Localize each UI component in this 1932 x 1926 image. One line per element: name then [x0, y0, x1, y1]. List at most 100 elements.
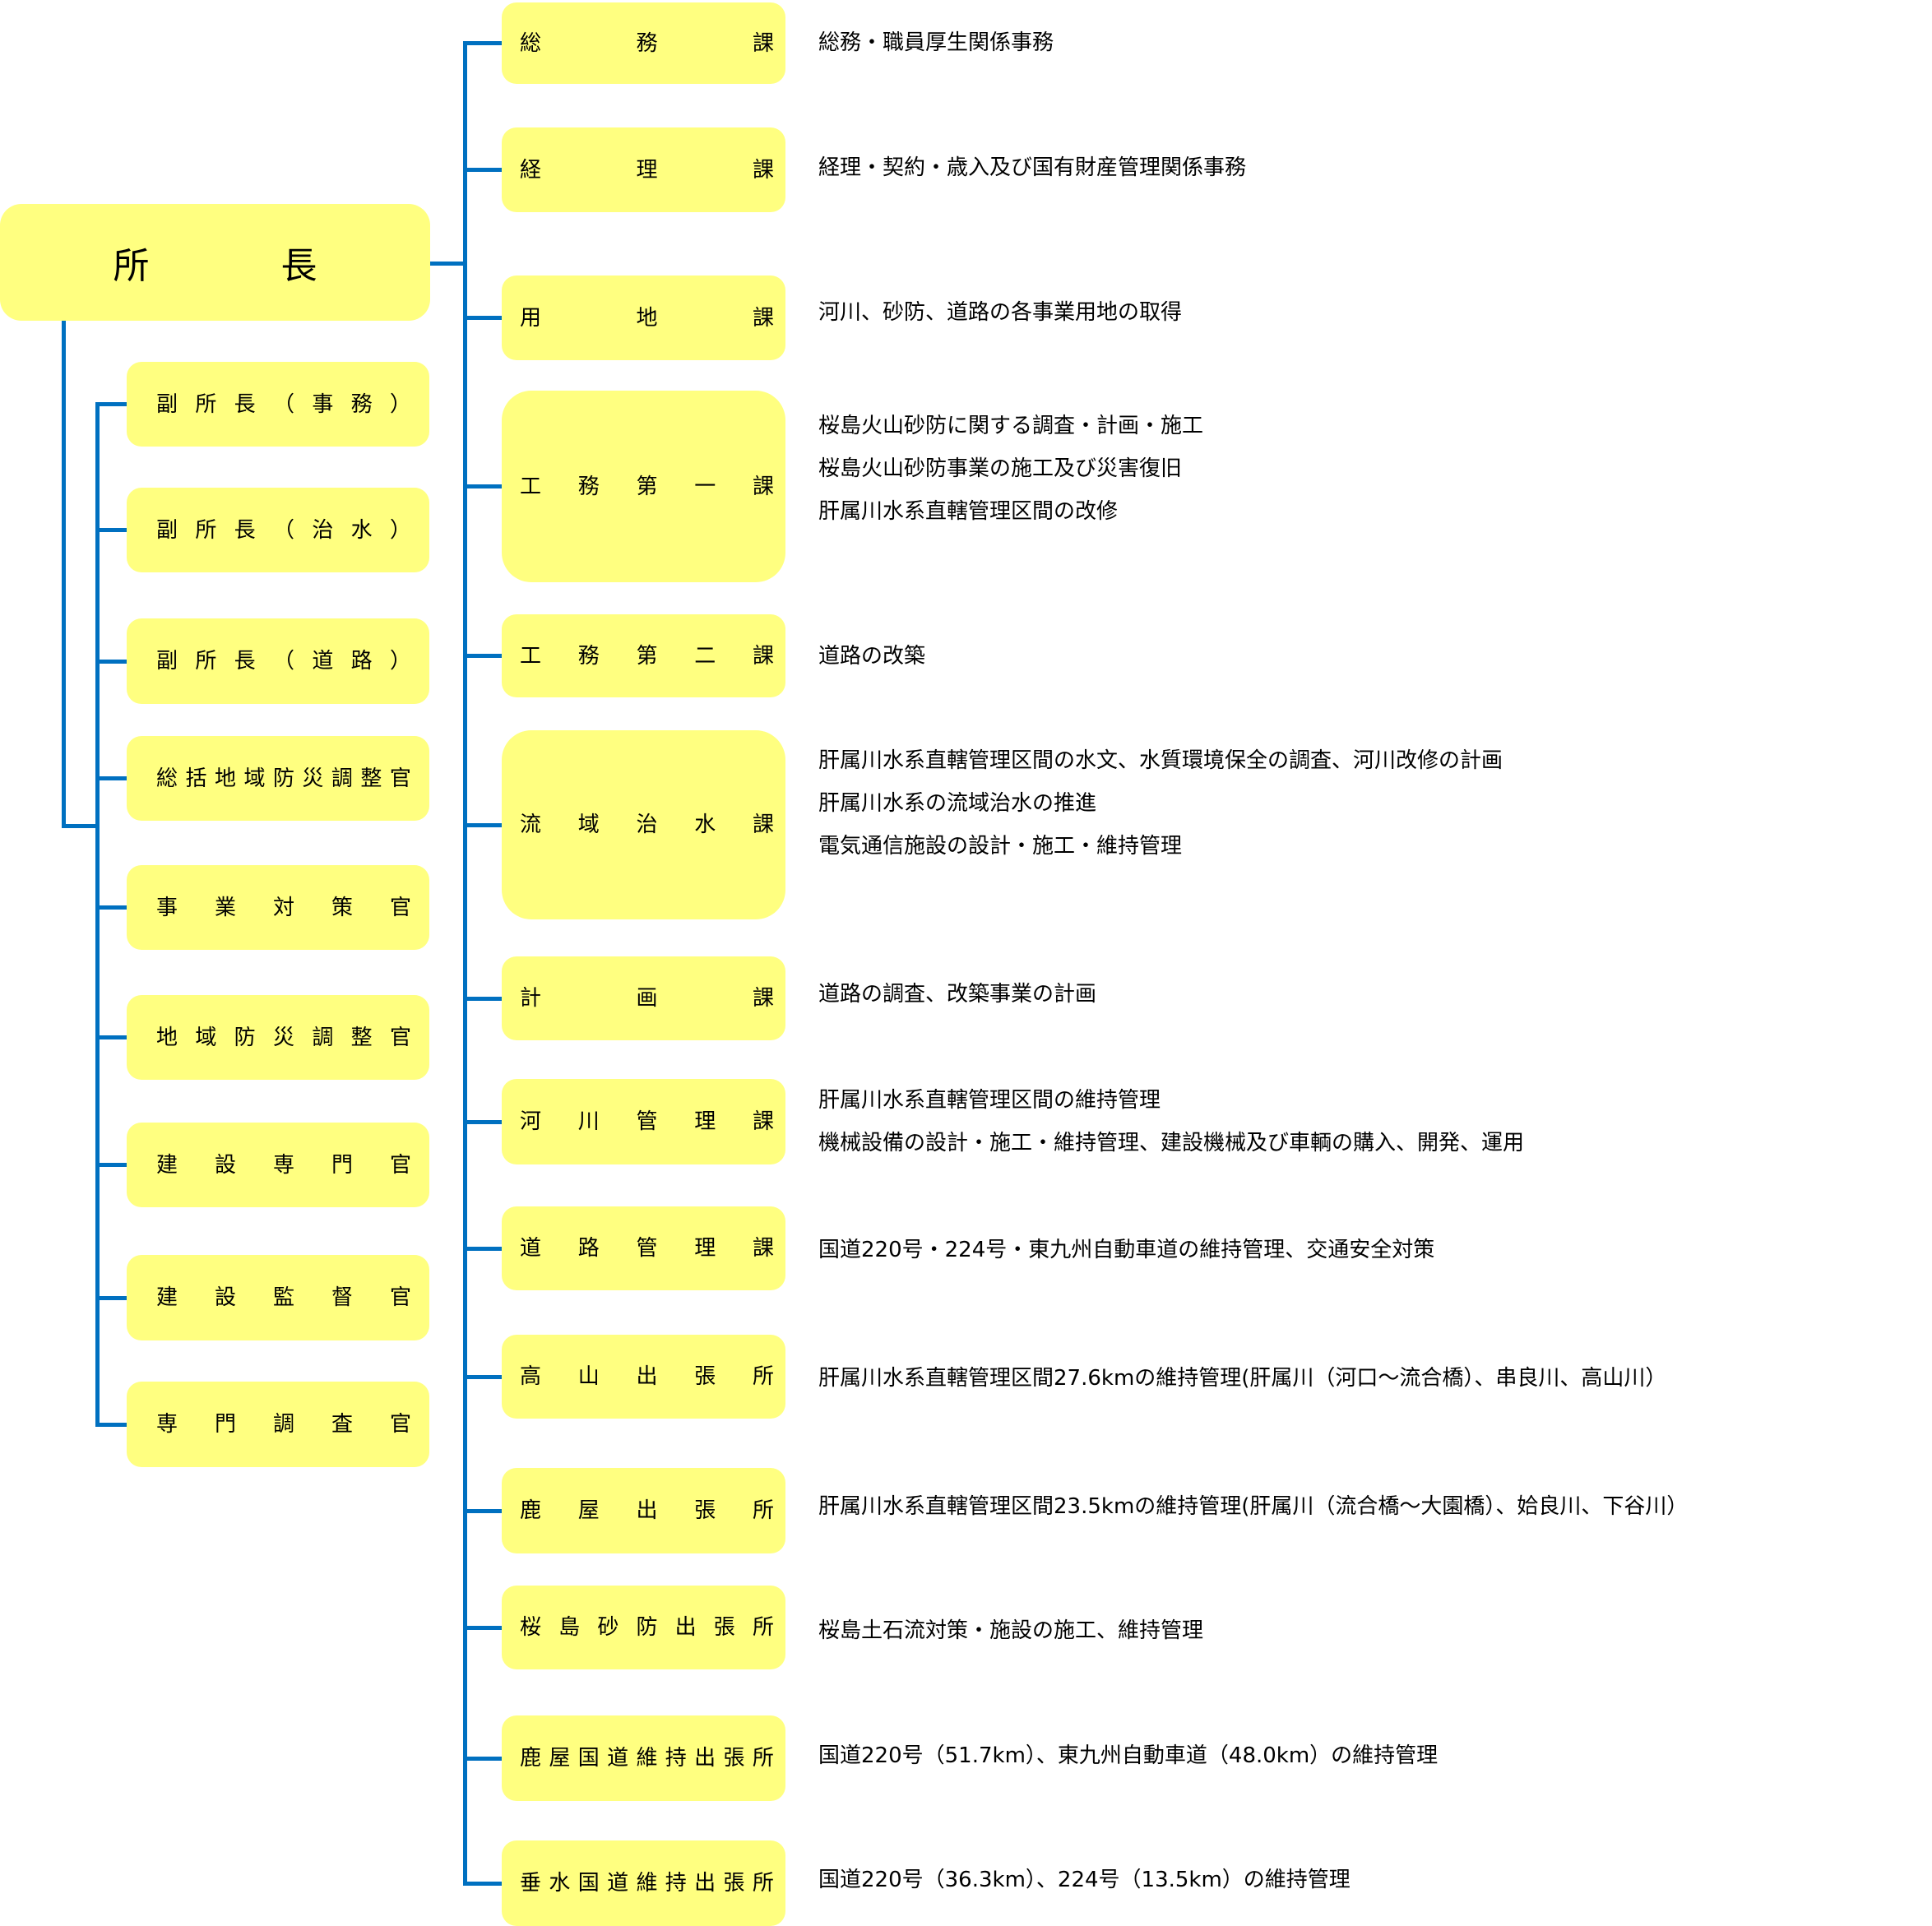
label-char: 務	[577, 474, 600, 499]
label-char: 張	[713, 1615, 735, 1640]
deputy-box: 副所長（事務）	[127, 362, 429, 447]
section-connector-line	[463, 654, 502, 658]
section-description: 総務・職員厚生関係事務	[818, 30, 1054, 55]
label-char: 管	[636, 1236, 658, 1261]
label-char: 所	[752, 1871, 774, 1896]
label-char: 建	[156, 1152, 178, 1178]
label-char: 査	[331, 1412, 353, 1437]
label-char: 地	[214, 766, 236, 791]
deputy-connector-line	[95, 905, 127, 910]
label-char: 防	[636, 1615, 658, 1640]
label-char: 長	[234, 649, 256, 674]
label-char: 官	[389, 1285, 411, 1310]
section-box: 経理課	[502, 127, 785, 212]
label-char: 官	[389, 1412, 411, 1437]
section-description: 肝属川水系直轄管理区間の水文、水質環境保全の調査、河川改修の計画	[818, 748, 1503, 773]
section-box: 高山出張所	[502, 1335, 785, 1419]
label-char: 課	[752, 643, 774, 669]
section-description: 桜島土石流対策・施設の施工、維持管理	[818, 1618, 1204, 1643]
label-char: 理	[636, 157, 658, 183]
chief-label: 所 長	[113, 245, 365, 287]
section-box: 鹿屋国道維持出張所	[502, 1715, 785, 1801]
label-char: 調	[272, 1412, 294, 1437]
label-char: 対	[272, 895, 294, 920]
label-char: 督	[331, 1285, 353, 1310]
label-char: 課	[752, 305, 774, 331]
section-connector-line	[463, 168, 502, 172]
label-char: 河	[520, 1109, 542, 1134]
label-char: 国	[577, 1871, 600, 1896]
label-char: 所	[752, 1615, 774, 1640]
label-char: 域	[195, 1025, 217, 1050]
label-char: 域	[243, 766, 266, 791]
label-char: 道	[520, 1236, 542, 1261]
label-char: 調	[331, 766, 353, 791]
section-box: 流域治水課	[502, 730, 785, 919]
section-box: 工務第一課	[502, 391, 785, 582]
section-description: 機械設備の設計・施工・維持管理、建設機械及び車輌の購入、開発、運用	[818, 1131, 1525, 1155]
label-char: 第	[636, 643, 658, 669]
deputy-box: 地域防災調整官	[127, 995, 429, 1080]
section-description: 桜島火山砂防に関する調査・計画・施工	[818, 414, 1204, 438]
label-char: 災	[302, 766, 324, 791]
label-char: ）	[389, 649, 411, 674]
label-char: 専	[156, 1412, 178, 1437]
label-char: （	[272, 517, 294, 543]
label-char: 出	[694, 1871, 716, 1896]
label-char: 計	[520, 986, 542, 1011]
section-label: 計画課	[520, 988, 774, 1009]
label-char: 張	[723, 1746, 745, 1771]
label-char: 建	[156, 1285, 178, 1310]
label-char: 国	[577, 1746, 600, 1771]
section-connector-line	[463, 1119, 502, 1124]
section-label: 工務第一課	[520, 476, 774, 498]
section-label: 流域治水課	[520, 814, 774, 836]
label-char: 屋	[577, 1498, 600, 1523]
deputy-connector-line	[95, 659, 127, 664]
label-char: 道	[607, 1746, 629, 1771]
label-char: 長	[234, 517, 256, 543]
label-char: 張	[723, 1871, 745, 1896]
label-char: 流	[520, 813, 542, 837]
label-char: 整	[360, 766, 382, 791]
label-char: 設	[214, 1285, 236, 1310]
label-char: 砂	[597, 1615, 619, 1640]
label-char: 策	[331, 895, 353, 920]
deputy-box: 事業対策官	[127, 865, 429, 950]
label-char: 出	[674, 1615, 697, 1640]
label-char: 二	[694, 643, 716, 669]
label-char: 防	[272, 766, 294, 791]
section-label: 高山出張所	[520, 1366, 774, 1387]
section-label: 用地課	[520, 308, 774, 329]
section-box: 道路管理課	[502, 1206, 785, 1290]
deputy-label: 総括地域防災調整官	[156, 768, 411, 789]
deputy-box: 副所長（道路）	[127, 618, 429, 704]
label-char: 事	[156, 895, 178, 920]
section-box: 垂水国道維持出張所	[502, 1840, 785, 1926]
section-label: 垂水国道維持出張所	[520, 1873, 774, 1894]
label-char: 門	[214, 1412, 236, 1437]
label-char: 一	[694, 474, 716, 499]
label-char: 経	[520, 157, 542, 183]
label-char: 課	[752, 1236, 774, 1261]
deputies-joint-line	[62, 824, 99, 828]
deputy-box: 総括地域防災調整官	[127, 736, 429, 821]
label-char: 高	[520, 1364, 542, 1389]
label-char: ）	[389, 517, 411, 543]
label-char: 持	[665, 1871, 687, 1896]
label-char: 総	[156, 766, 178, 791]
section-connector-line	[463, 41, 502, 45]
section-box: 鹿屋出張所	[502, 1468, 785, 1553]
deputy-connector-line	[95, 528, 127, 532]
label-char: 設	[214, 1152, 236, 1178]
label-char: 官	[389, 1025, 411, 1050]
label-char: 維	[636, 1746, 658, 1771]
deputy-box: 副所長（治水）	[127, 488, 429, 572]
section-box: 計画課	[502, 956, 785, 1040]
section-label: 経理課	[520, 160, 774, 181]
deputy-label: 専門調査官	[156, 1414, 411, 1435]
label-char: 道	[312, 649, 334, 674]
label-char: 水	[694, 813, 716, 837]
label-char: ）	[389, 391, 411, 417]
deputy-box: 建設専門官	[127, 1123, 429, 1207]
